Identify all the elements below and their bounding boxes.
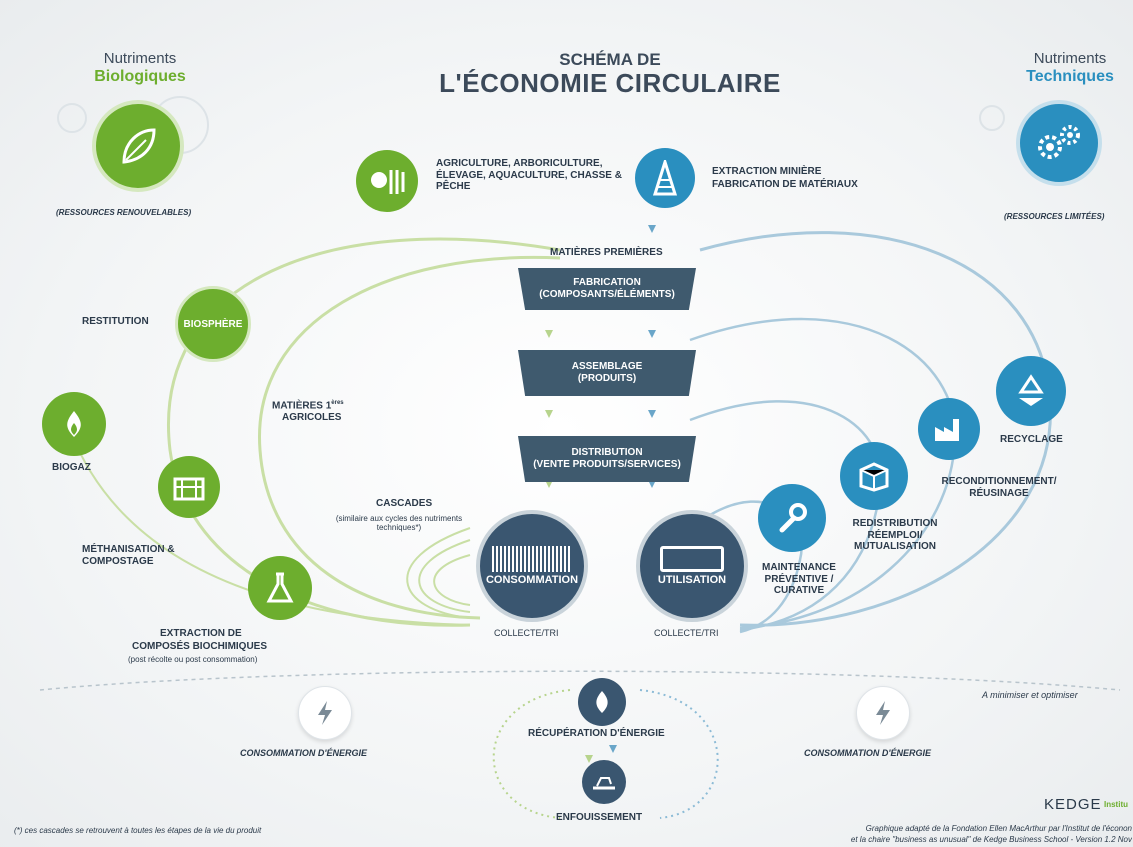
bio-nutrients-heading: Nutriments [103, 50, 177, 67]
collect-left-label: COLLECTE/TRI [494, 628, 559, 638]
energy-left-lightning-icon [298, 686, 352, 740]
title-line-1: SCHÉMA DE [559, 50, 661, 69]
factory-icon [918, 398, 980, 460]
energy-consumption-right: CONSOMMATION D'ÉNERGIE [804, 748, 931, 758]
bio-sources-label: AGRICULTURE, ARBORICULTURE, ÉLEVAGE, AQU… [436, 158, 622, 192]
energy-right-lightning-icon [856, 686, 910, 740]
energy-recovery-label: RÉCUPÉRATION D'ÉNERGIE [528, 728, 665, 739]
fabrication-subtitle: (COMPOSANTS/ÉLÉMENTS) [539, 289, 675, 300]
extraction-line-2: COMPOSÉS BIOCHIMIQUES [132, 641, 268, 652]
biosphere-label: BIOSPHÈRE [183, 318, 243, 330]
cascades-label: CASCADES [376, 498, 433, 509]
assembly-subtitle: (PRODUITS) [577, 373, 637, 384]
gears-icon [1016, 100, 1102, 186]
cascades-note: (similaire aux cycles des nutriments tec… [335, 514, 463, 533]
utilisation-circle: UTILISATION [636, 510, 748, 622]
tech-resources-note: (RESSOURCES LIMITÉES) [1004, 212, 1105, 221]
distribution-title: DISTRIBUTION [571, 446, 643, 458]
monitor-icon [659, 546, 724, 572]
agricultural-materials-sup: ères [331, 400, 344, 406]
restitution-label: RESTITUTION [82, 316, 149, 327]
assembly-title: ASSEMBLAGE [571, 360, 643, 372]
institute-logo: Institu [1104, 800, 1128, 809]
energy-consumption-left: CONSOMMATION D'ÉNERGIE [240, 748, 367, 758]
agriculture-icon [356, 150, 418, 212]
bio-nutrients-subheading: Biologiques [94, 68, 186, 85]
landfill-label: ENFOUISSEMENT [556, 812, 643, 823]
tech-sources-line-2: FABRICATION DE MATÉRIAUX [712, 179, 858, 190]
tech-nutrients-heading: Nutriments [1033, 50, 1107, 67]
biosphere-icon: BIOSPHÈRE [175, 286, 251, 362]
distribution-subtitle: (VENTE PRODUITS/SERVICES) [533, 459, 681, 470]
recycling-label: RECYCLAGE [1000, 434, 1063, 445]
wrench-icon [758, 484, 826, 552]
tech-sources-line-1: EXTRACTION MINIÈRE [712, 166, 822, 177]
redistribution-label: REDISTRIBUTION RÉEMPLOI/ MUTUALISATION [852, 518, 938, 552]
agricultural-materials-label: MATIÈRES 1ères AGRICOLES [272, 400, 344, 423]
consumption-circle: CONSOMMATION [476, 510, 588, 622]
flask-icon [248, 556, 312, 620]
distribution-step: DISTRIBUTION(VENTE PRODUITS/SERVICES) [518, 436, 696, 482]
barcode-icon [491, 546, 572, 572]
consumption-label: CONSOMMATION [485, 574, 579, 586]
credit-line-1: Graphique adapté de la Fondation Ellen M… [865, 824, 1132, 833]
fabrication-title: FABRICATION [573, 276, 641, 288]
tech-nutrients-subheading: Techniques [1026, 68, 1114, 85]
utilisation-label: UTILISATION [657, 574, 727, 586]
minimize-note: A minimiser et optimiser [982, 690, 1078, 700]
composting-icon [158, 456, 220, 518]
box-icon [840, 442, 908, 510]
fabrication-step: FABRICATION(COMPOSANTS/ÉLÉMENTS) [518, 268, 696, 310]
credit-line-2: et la chaire "business as unusual" de Ke… [850, 835, 1132, 844]
reconditioning-label: RECONDITIONNEMENT/ RÉUSINAGE [941, 476, 1057, 499]
landfill-icon [582, 760, 626, 804]
assembly-step: ASSEMBLAGE(PRODUITS) [518, 350, 696, 396]
mining-icon [635, 148, 695, 208]
methanisation-label: MÉTHANISATION & COMPOSTAGE [82, 544, 175, 567]
extraction-note: (post récolte ou post consommation) [128, 655, 258, 664]
recycle-icon [996, 356, 1066, 426]
biogas-flame-icon [42, 392, 106, 456]
bio-resources-note: (RESSOURCES RENOUVELABLES) [56, 208, 192, 217]
footnote: (*) ces cascades se retrouvent à toutes … [14, 826, 262, 835]
biogas-label: BIOGAZ [52, 462, 91, 473]
maintenance-label: MAINTENANCE PRÉVENTIVE / CURATIVE [762, 562, 836, 596]
energy-recovery-flame-icon [578, 678, 626, 726]
agricultural-materials-line-1: MATIÈRES 1 [272, 400, 332, 412]
title-line-2: L'ÉCONOMIE CIRCULAIRE [439, 68, 781, 98]
extraction-line-1: EXTRACTION DE [160, 628, 242, 639]
leaf-icon [92, 100, 184, 192]
raw-materials-label: MATIÈRES PREMIÈRES [550, 247, 663, 258]
kedge-logo: KEDGE [1044, 796, 1102, 813]
agricultural-materials-line-2: AGRICOLES [282, 411, 342, 423]
collect-right-label: COLLECTE/TRI [654, 628, 719, 638]
